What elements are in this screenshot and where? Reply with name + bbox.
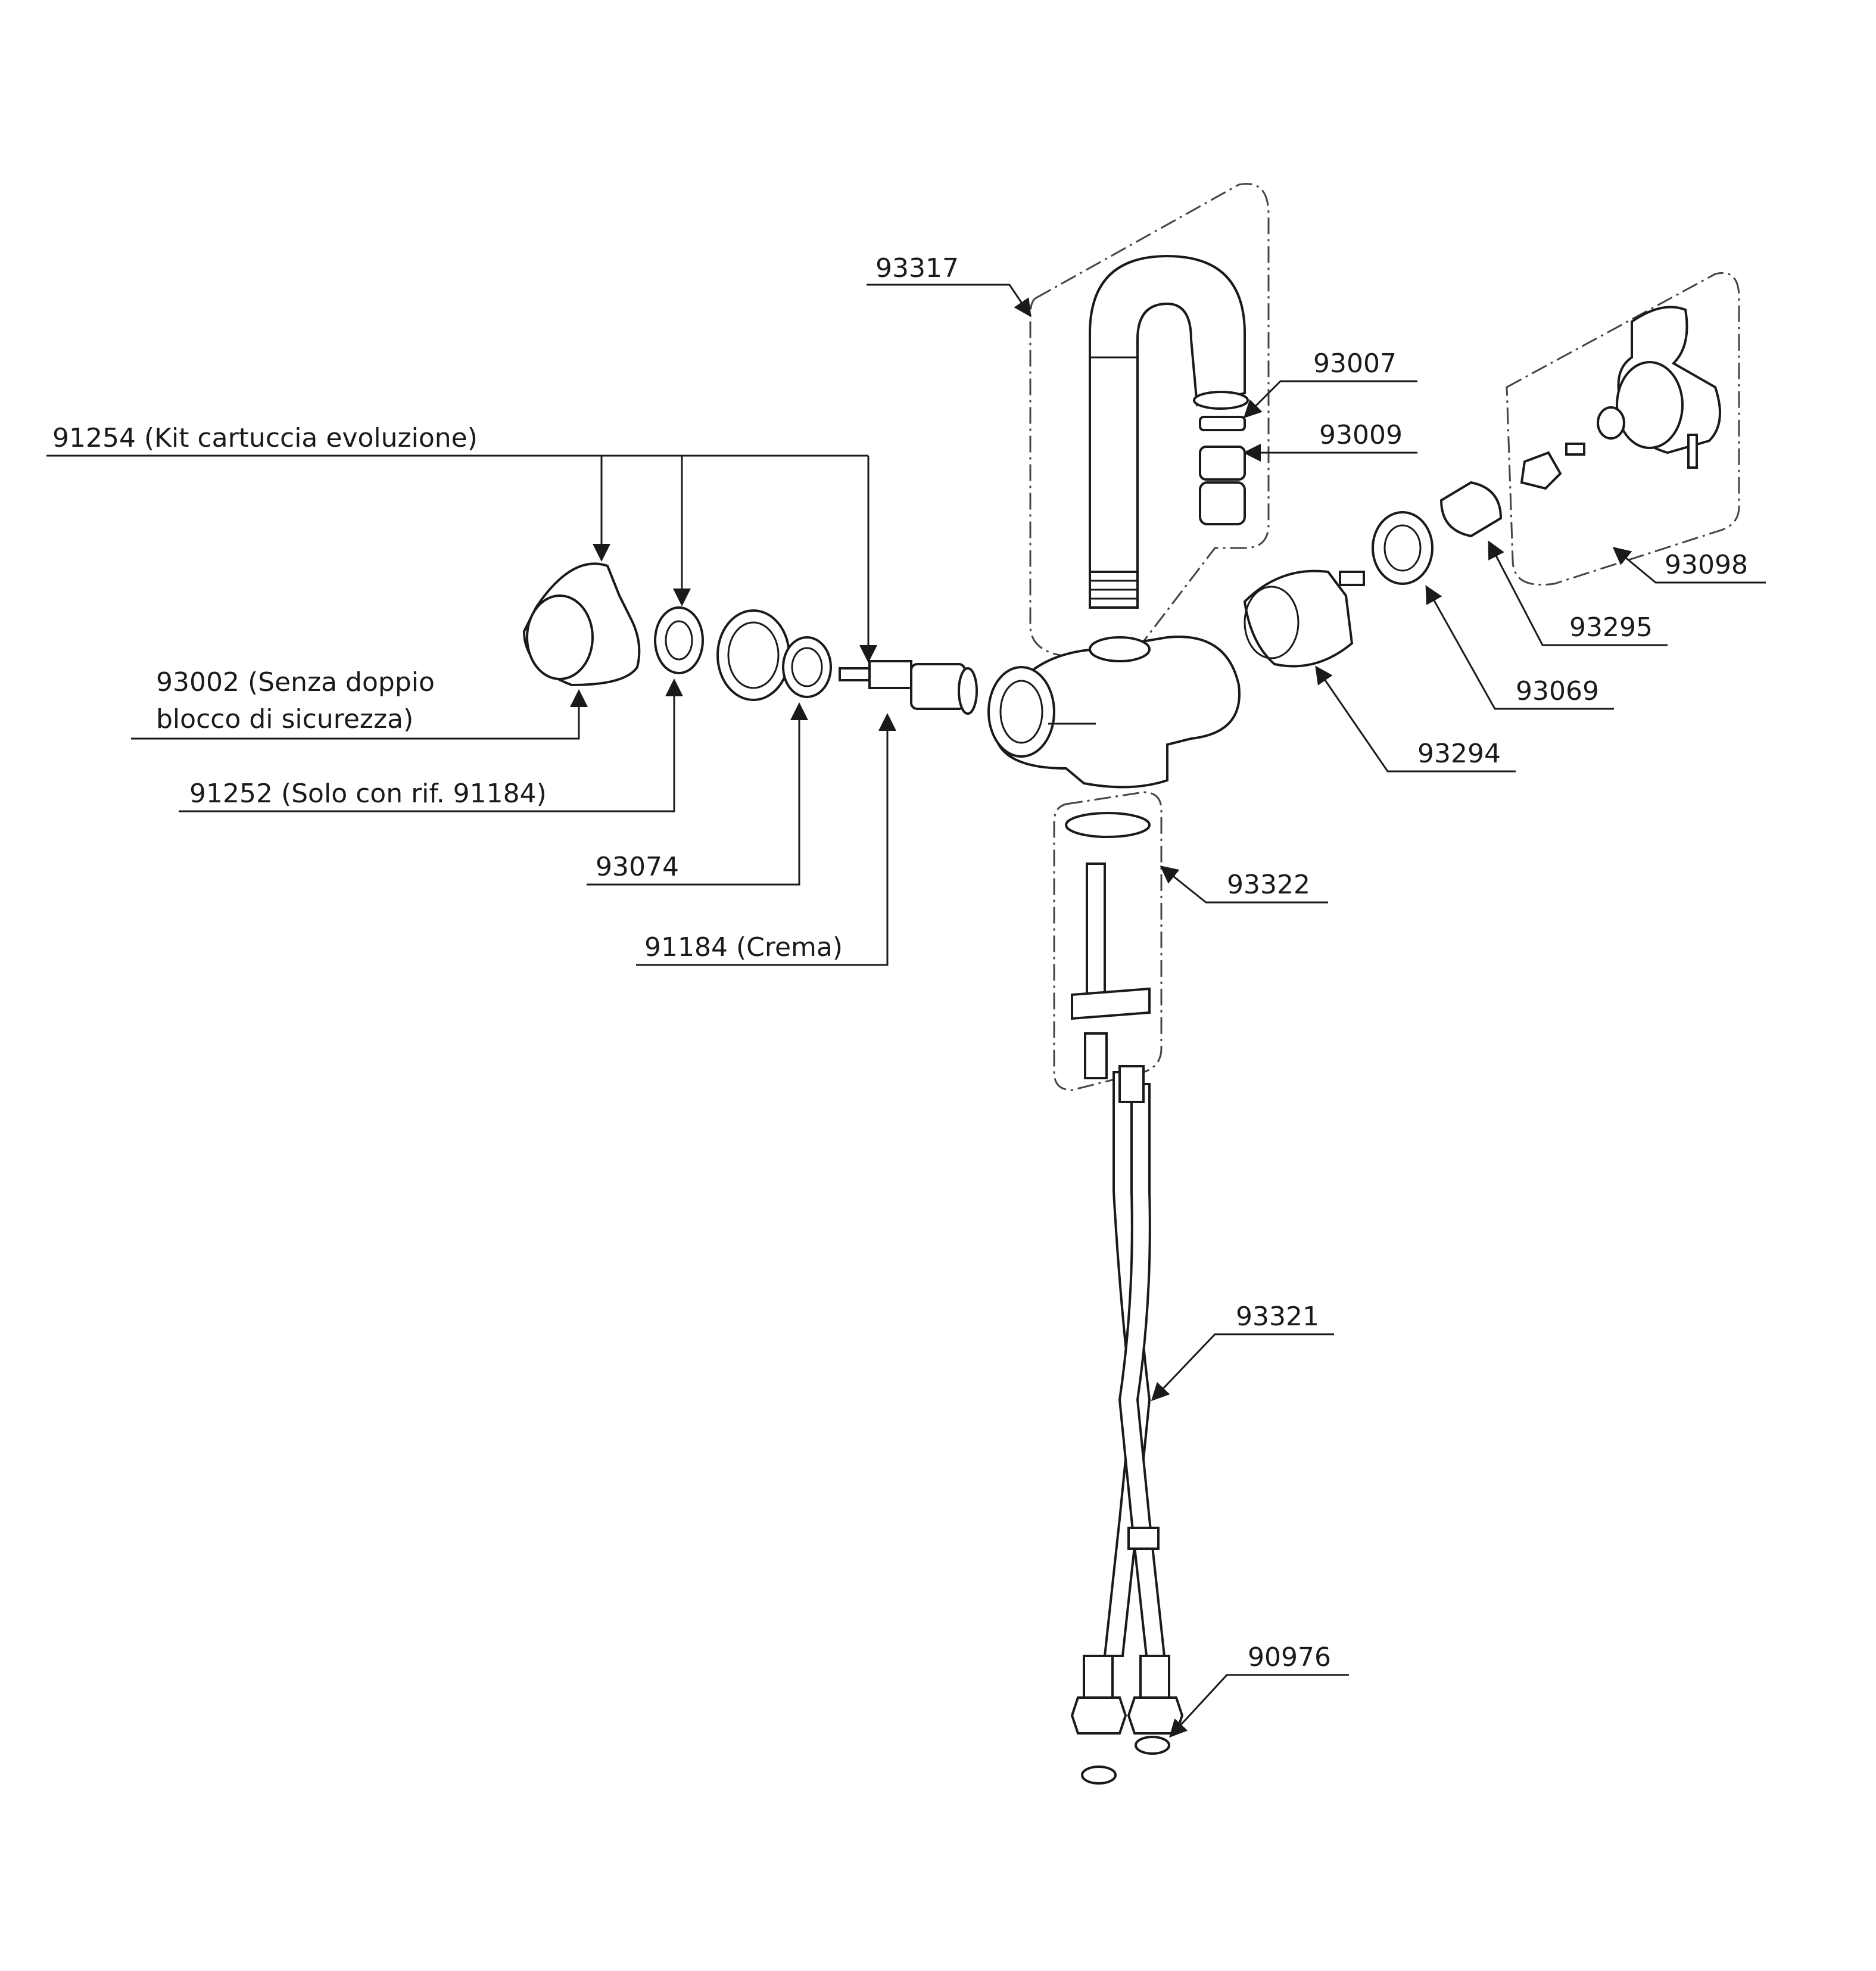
sleeve-93295 — [1439, 481, 1503, 538]
aerator-seal-93007 — [1199, 416, 1246, 431]
label-91254: 91254 (Kit cartuccia evoluzione) — [52, 423, 478, 453]
aerator-housing — [1199, 481, 1246, 525]
label-93002-line2: blocco di sicurezza) — [156, 704, 413, 734]
label-93321: 93321 — [1236, 1301, 1319, 1332]
leader-93317 — [867, 284, 1032, 317]
hose-fitting-top — [1118, 1065, 1145, 1103]
spout-group — [1029, 183, 1270, 658]
leader-91252 — [179, 678, 683, 812]
label-93295: 93295 — [1569, 612, 1653, 643]
leader-93069 — [1425, 585, 1614, 710]
leader-93098 — [1612, 547, 1766, 584]
label-93322: 93322 — [1227, 870, 1310, 900]
hose-nut-left — [1070, 1696, 1127, 1735]
cartridge-91184 — [839, 660, 978, 715]
handle-screw — [1565, 443, 1585, 456]
adapter-91252-inner — [665, 620, 693, 661]
leader-90976 — [1168, 1674, 1349, 1738]
label-91252: 91252 (Solo con rif. 91184) — [189, 779, 547, 809]
adapter-91252 — [654, 606, 704, 674]
leader-93294 — [1315, 665, 1516, 773]
base-o-ring — [1065, 812, 1151, 838]
hose-ferrule-left — [1083, 1655, 1114, 1699]
handle-group-enclosure — [1506, 272, 1740, 586]
flexible-hoses — [1070, 1065, 1184, 1785]
mixer-body-shell — [993, 636, 1241, 789]
handle-washer — [1597, 406, 1625, 440]
leader-93322 — [1160, 865, 1328, 904]
leader-93295 — [1488, 540, 1668, 646]
handle-opening — [526, 594, 594, 680]
leader-93007 — [1243, 380, 1417, 419]
base-group — [1053, 791, 1163, 1091]
label-90976: 90976 — [1248, 1642, 1331, 1673]
label-93317: 93317 — [875, 253, 959, 284]
hose-nut-right — [1127, 1696, 1184, 1735]
mixer-body — [987, 636, 1241, 789]
cartridge-93294-face — [1244, 586, 1300, 659]
label-93074: 93074 — [596, 852, 679, 882]
spout-tube — [1089, 254, 1246, 573]
fixing-bracket — [1071, 987, 1151, 1020]
leader-91184 — [636, 713, 896, 966]
label-93009: 93009 — [1319, 420, 1403, 450]
left-cartridge-parts — [522, 562, 978, 715]
aerator-insert-93009 — [1199, 446, 1246, 481]
fixing-nut — [1084, 1032, 1108, 1079]
washer-90976 — [1135, 1736, 1170, 1755]
handle-93098-bore — [1616, 361, 1684, 449]
trim-ring-inner — [727, 621, 780, 689]
leader-93321 — [1151, 1333, 1334, 1402]
label-93069: 93069 — [1516, 676, 1599, 706]
right-cartridge-parts — [1243, 272, 1740, 668]
body-spout-socket — [1089, 636, 1151, 662]
ring-93069 — [1372, 511, 1434, 585]
body-cartridge-port — [987, 666, 1055, 758]
hose-collar — [1127, 1527, 1160, 1550]
label-91184: 91184 (Crema) — [644, 932, 843, 963]
hose-ferrule-right — [1139, 1655, 1170, 1699]
body-port-inner — [999, 680, 1043, 744]
handle-pin — [1687, 434, 1698, 469]
label-93098: 93098 — [1665, 550, 1748, 580]
handle-nut — [1520, 451, 1562, 490]
nut-93074-inner — [791, 647, 823, 687]
label-93294: 93294 — [1417, 739, 1501, 769]
spout-outlet — [1193, 391, 1249, 410]
leader-93002 — [131, 689, 588, 740]
fixing-rod — [1086, 862, 1106, 996]
label-93002-line1: 93002 (Senza doppio — [156, 667, 435, 698]
part-labels: 93317 93007 93009 91254 (Kit cartuccia e… — [52, 253, 1748, 1673]
cartridge-93294-stem — [1339, 571, 1365, 586]
leader-93074 — [587, 702, 808, 886]
label-93007: 93007 — [1313, 348, 1397, 379]
washer-left — [1081, 1766, 1117, 1785]
leader-lines — [46, 284, 1766, 1738]
nut-93074 — [782, 636, 832, 698]
ring-93069-inner — [1383, 524, 1422, 572]
spout-thread — [1089, 571, 1139, 609]
